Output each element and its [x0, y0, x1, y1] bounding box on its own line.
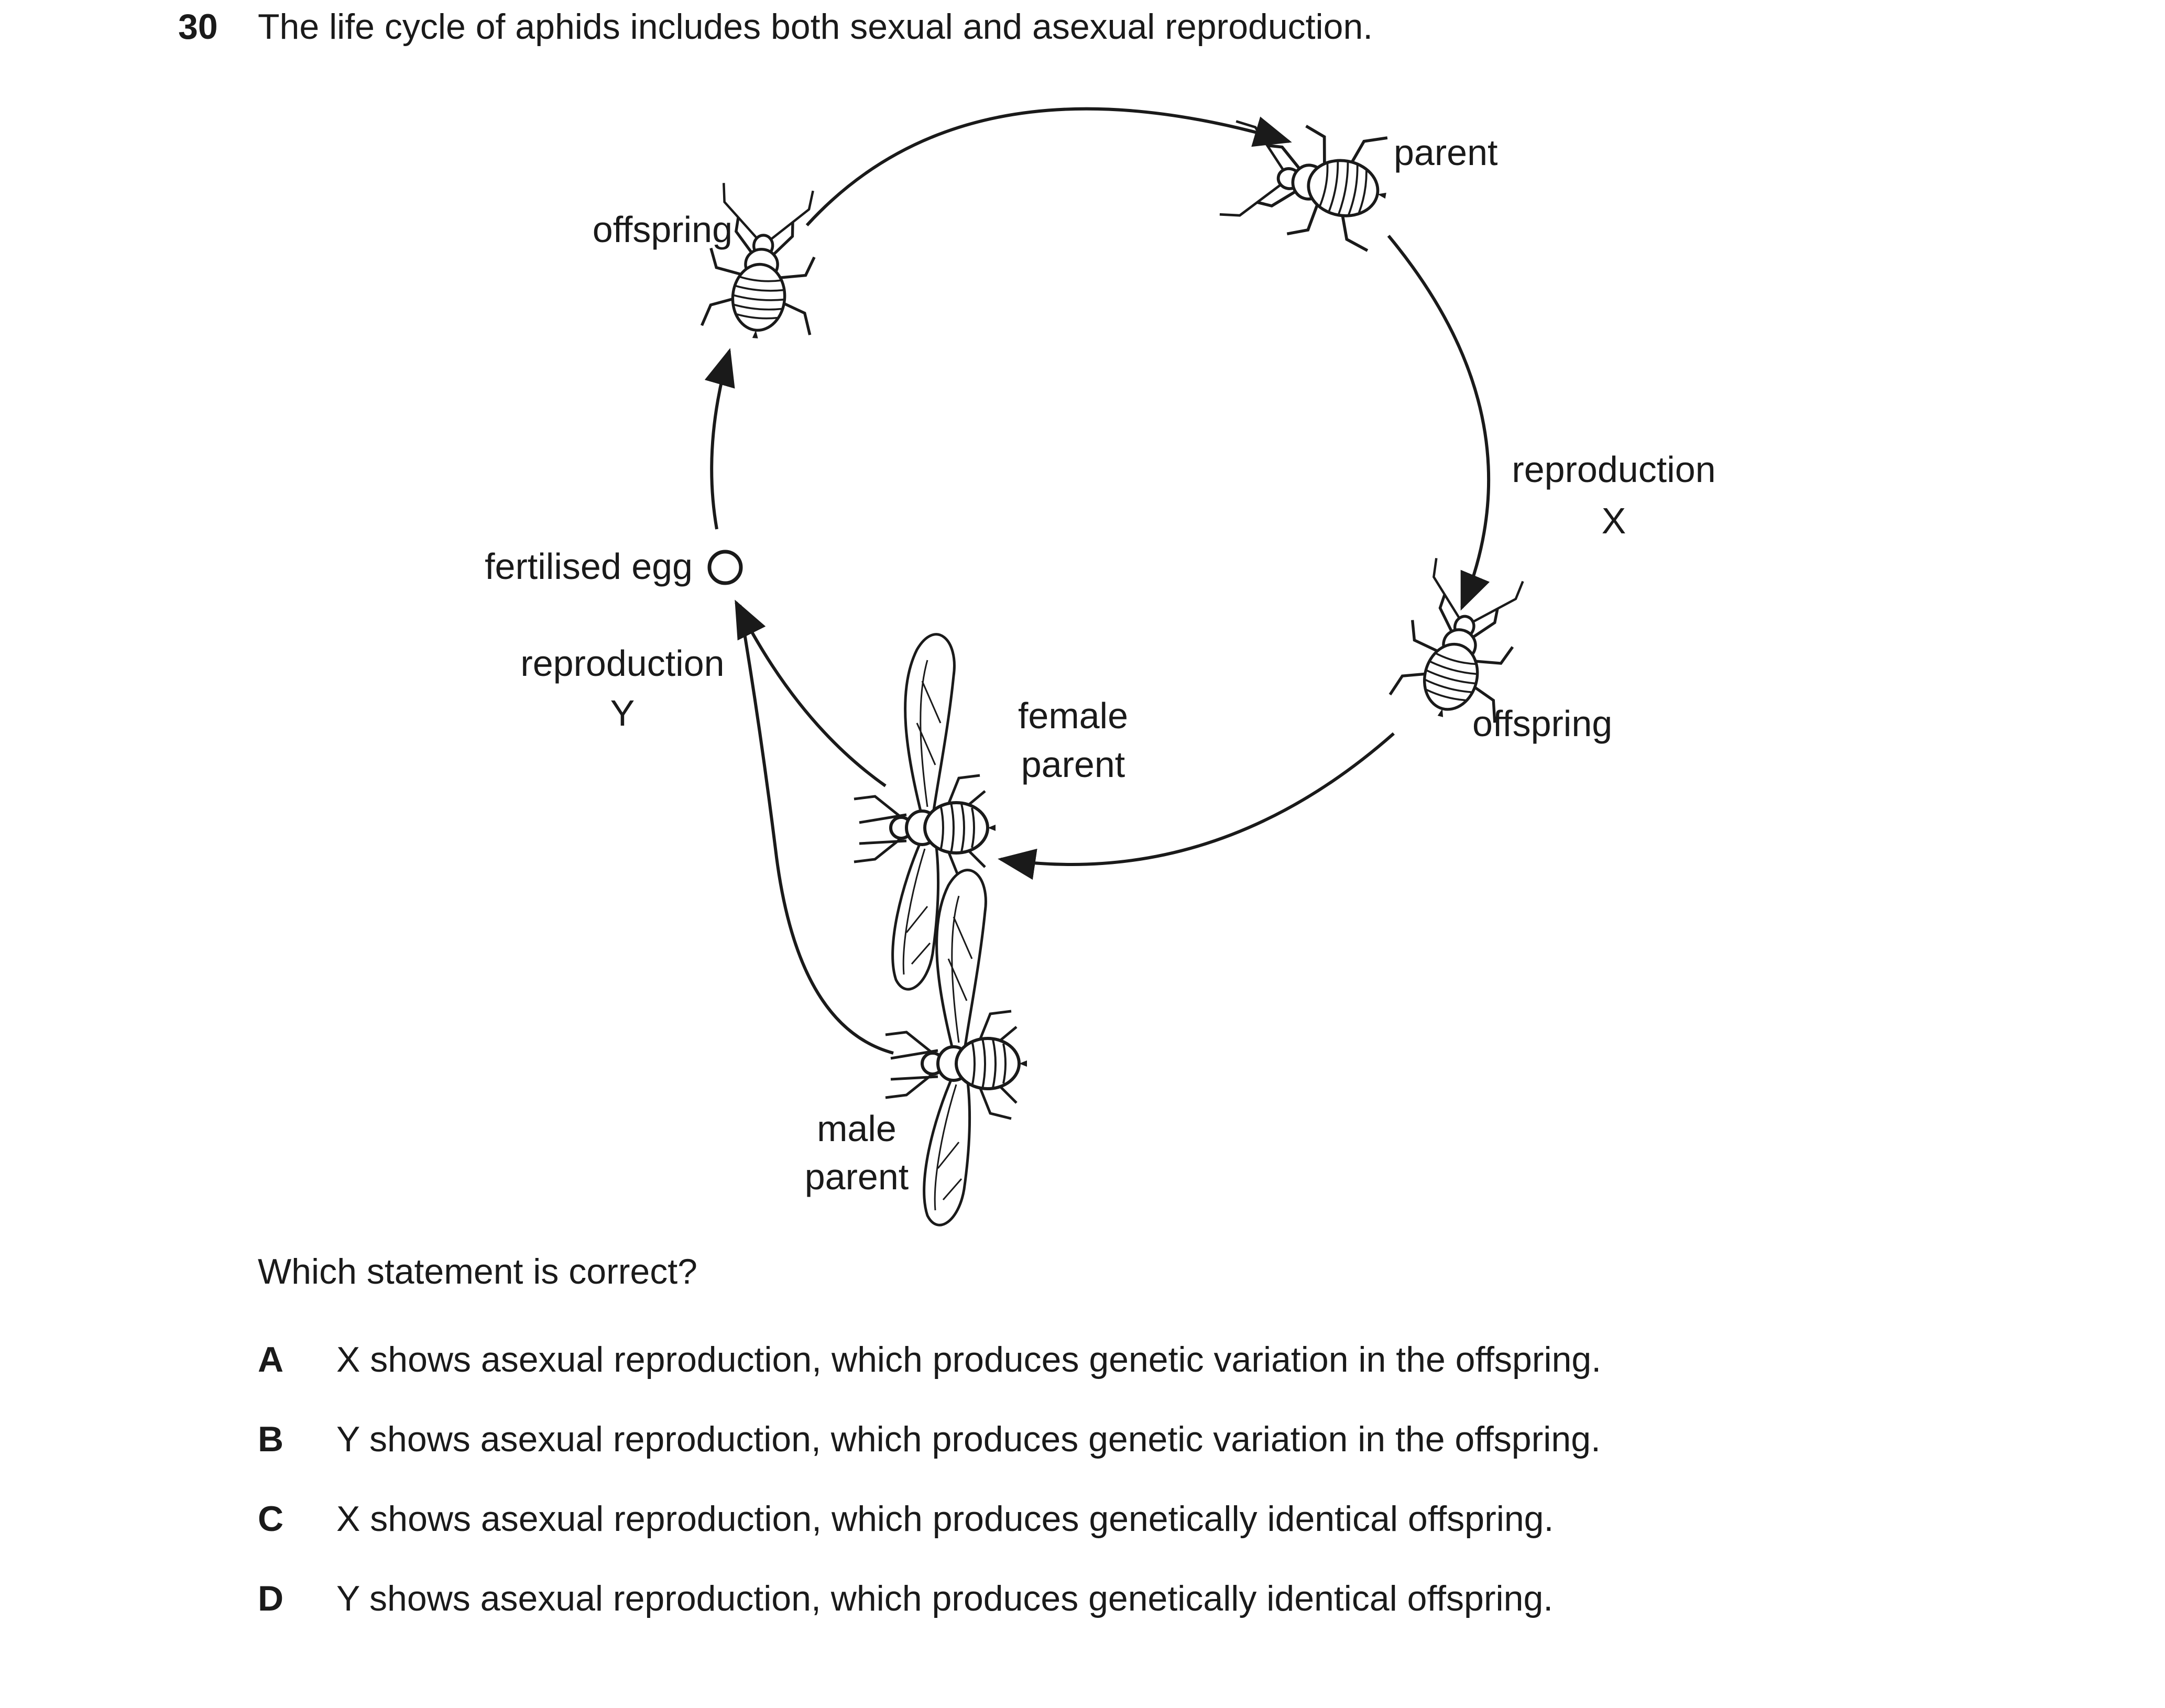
label-reproduction-x: reproduction [1512, 449, 1715, 490]
label-parent: parent [1394, 132, 1497, 173]
arrow-reproduction-x [1387, 235, 1491, 611]
arrow-offspring-to-female [998, 732, 1395, 880]
option-d[interactable]: D Y shows asexual reproduction, which pro… [258, 1578, 1553, 1619]
label-offspring-right: offspring [1472, 703, 1612, 744]
option-a[interactable]: A X shows asexual reproduction, which pro… [258, 1339, 1601, 1380]
fertilised-egg-icon [707, 550, 743, 585]
label-male-parent-line2: parent [805, 1156, 909, 1197]
option-d-text: Y shows asexual reproduction, which prod… [336, 1579, 1554, 1618]
option-b-letter: B [258, 1419, 284, 1459]
question-prompt: Which statement is correct? [258, 1252, 697, 1291]
option-b-text: Y shows asexual reproduction, which prod… [336, 1419, 1601, 1459]
label-offspring-left: offspring [593, 209, 732, 250]
aphid-offspring-left-icon [701, 182, 822, 343]
option-a-text: X shows asexual reproduction, which prod… [336, 1340, 1602, 1379]
question-stem: The life cycle of aphids includes both s… [258, 7, 1373, 47]
option-c[interactable]: C X shows asexual reproduction, which pro… [258, 1498, 1554, 1539]
label-female-parent-line2: parent [1021, 744, 1125, 785]
option-a-letter: A [258, 1340, 284, 1379]
option-d-letter: D [258, 1579, 284, 1618]
label-x: X [1602, 500, 1626, 541]
option-c-text: X shows asexual reproduction, which prod… [336, 1499, 1554, 1539]
aphid-parent-icon [1218, 112, 1396, 252]
arrow-egg-to-offspring [704, 348, 735, 530]
label-female-parent-line1: female [1018, 695, 1128, 736]
label-reproduction-y: reproduction [520, 643, 724, 684]
arrow-male-to-egg [738, 605, 894, 1055]
arrow-female-to-egg [735, 599, 887, 787]
label-fertilised-egg: fertilised egg [485, 546, 693, 587]
option-b[interactable]: B Y shows asexual reproduction, which pro… [258, 1419, 1601, 1460]
arrow-offspring-to-parent [805, 107, 1292, 227]
label-y: Y [610, 693, 635, 733]
label-male-parent-line1: male [817, 1108, 896, 1149]
option-c-letter: C [258, 1499, 284, 1539]
aphid-life-cycle-diagram: parent reproduction X offspring female p… [485, 107, 1716, 1236]
question-number: 30 [178, 7, 218, 47]
